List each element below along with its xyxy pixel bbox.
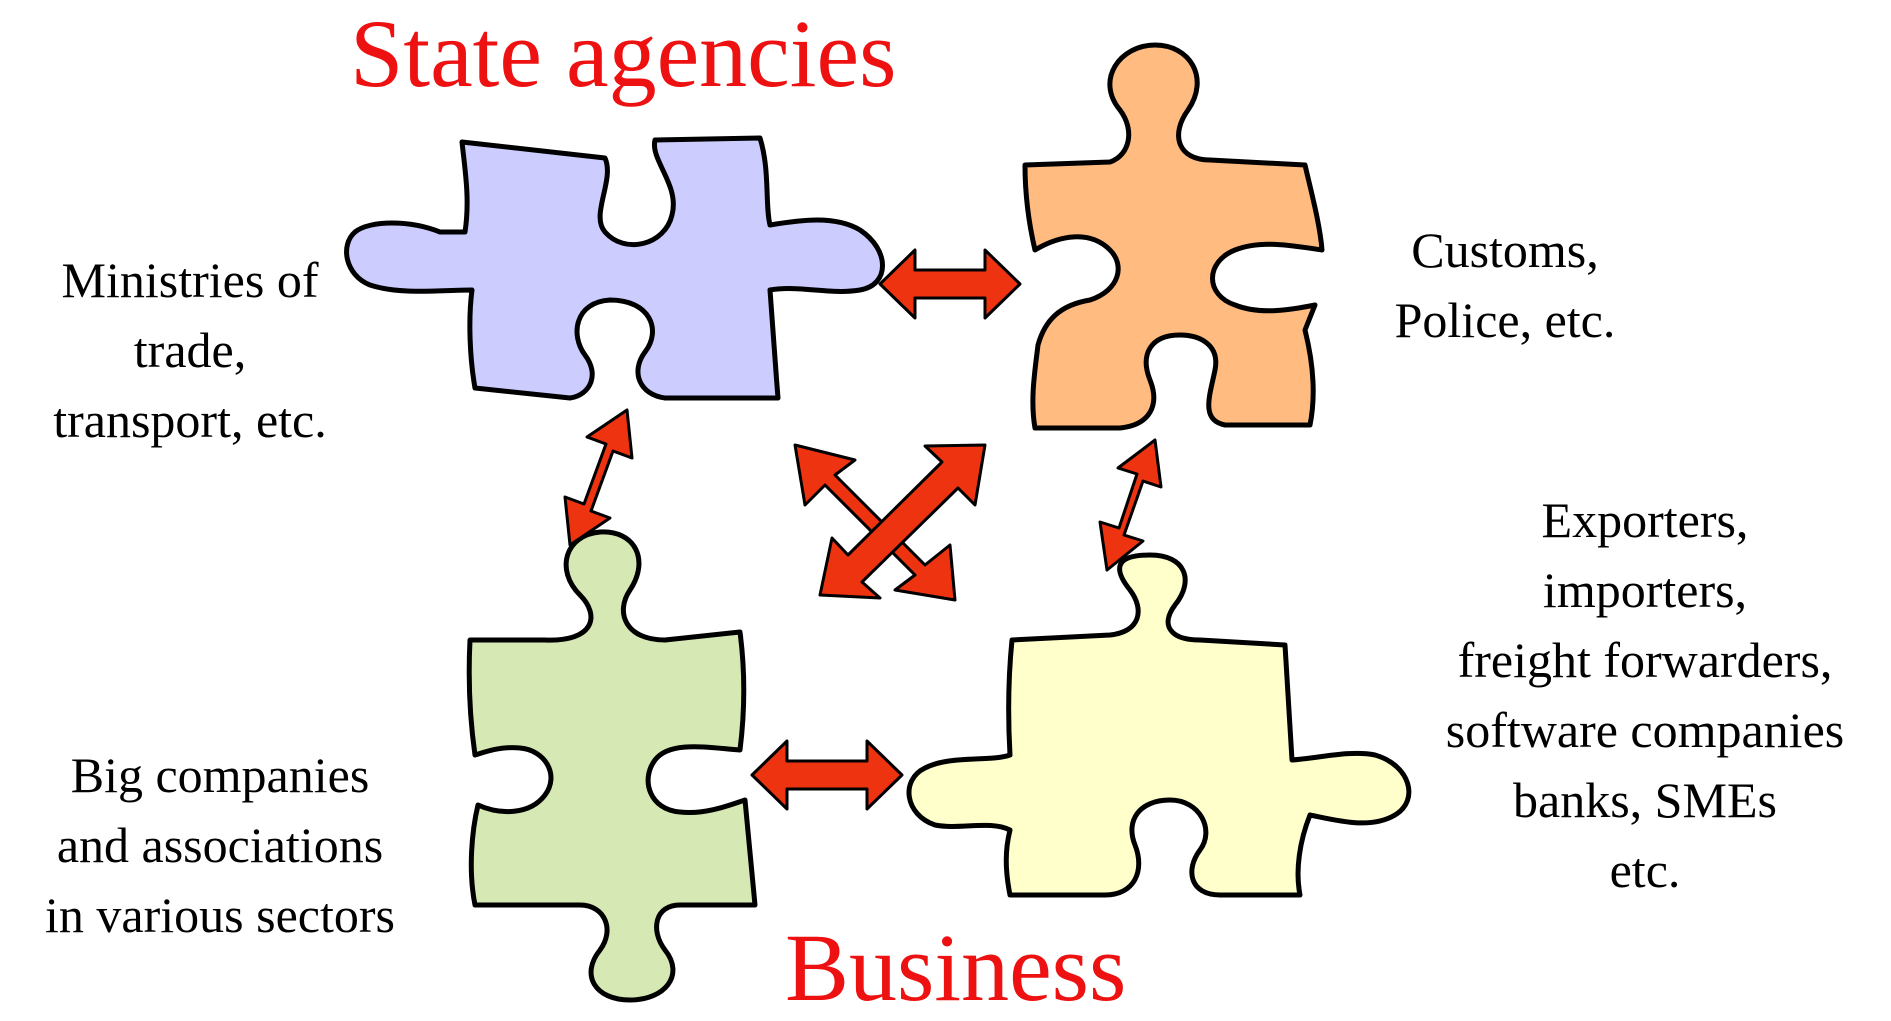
label-exporters-line: software companies [1445, 702, 1845, 758]
label-customs: Customs, Police, etc. [1340, 215, 1670, 355]
cross-arrows [793, 443, 987, 602]
puzzle-piece-big-companies [466, 529, 758, 1003]
label-customs-line: Customs, [1411, 222, 1599, 278]
label-big-companies: Big companies and associations in variou… [0, 740, 440, 950]
arrow-customs-exporters [1098, 438, 1163, 572]
label-ministries-line: transport, etc. [53, 392, 327, 448]
arrow-ministries-big-companies [563, 408, 634, 547]
label-exporters-line: banks, SMEs [1513, 772, 1777, 828]
puzzle-piece-ministries [344, 135, 885, 401]
label-exporters-line: etc. [1609, 842, 1681, 898]
label-ministries-line: Ministries of [61, 252, 319, 308]
label-big-companies-line: in various sectors [45, 887, 395, 943]
label-exporters-line: importers, [1542, 562, 1748, 618]
label-ministries-line: trade, [133, 322, 247, 378]
label-exporters-line: Exporters, [1541, 492, 1749, 548]
label-exporters-line: freight forwarders, [1457, 632, 1833, 688]
arrow-ministries-customs [878, 248, 1022, 320]
label-ministries: Ministries of trade, transport, etc. [0, 245, 380, 455]
label-big-companies-line: and associations [56, 817, 384, 873]
label-customs-line: Police, etc. [1394, 292, 1616, 348]
heading-state-agencies: State agencies [350, 0, 897, 107]
heading-business: Business [785, 914, 1127, 1021]
arrow-big-companies-exporters [750, 739, 904, 811]
puzzle-piece-customs [1022, 42, 1325, 431]
arrow-diagonal-b [818, 443, 987, 600]
arrow-diagonal-a [793, 443, 957, 602]
label-exporters: Exporters, importers, freight forwarders… [1400, 485, 1890, 905]
label-big-companies-line: Big companies [70, 747, 370, 803]
puzzle-piece-exporters [906, 552, 1412, 898]
